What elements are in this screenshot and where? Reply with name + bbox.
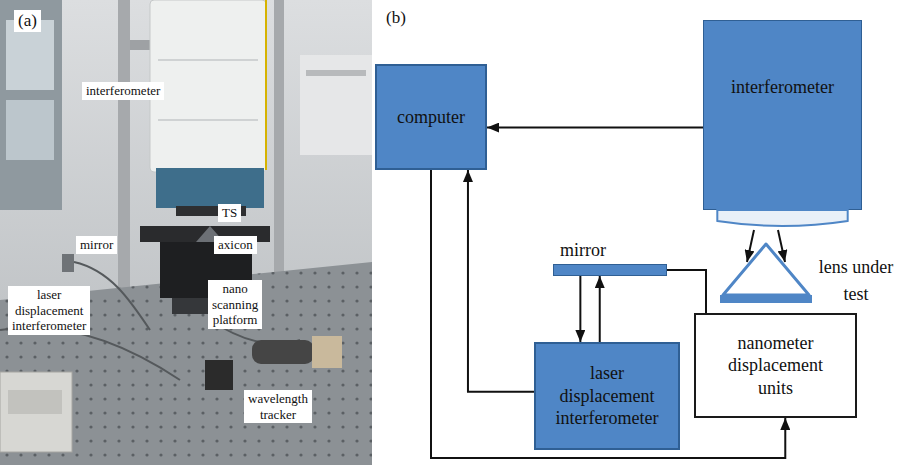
fiber-cable bbox=[265, 0, 267, 170]
photo-label: axicon bbox=[214, 236, 257, 254]
interferometer-base bbox=[156, 168, 264, 208]
photo-label: mirror bbox=[76, 236, 117, 254]
window-pane bbox=[6, 100, 54, 160]
node-label: lens under test bbox=[814, 254, 898, 308]
connector-arrow bbox=[487, 127, 703, 128]
process-box: nanometer displacement units bbox=[694, 313, 857, 418]
interferometer-body bbox=[150, 0, 266, 172]
mirror-bar: mirror bbox=[553, 264, 667, 276]
cable bbox=[0, 262, 300, 380]
window bbox=[0, 0, 62, 210]
connector-arrow bbox=[580, 276, 581, 342]
node-label: nanometer displacement units bbox=[718, 332, 833, 400]
wavelength-tracker-part bbox=[205, 360, 233, 390]
process-box: computer bbox=[375, 64, 487, 170]
connector-arrow bbox=[468, 170, 534, 392]
instrument-outline bbox=[703, 20, 862, 228]
background-equipment bbox=[306, 70, 366, 76]
photo-label: laser displacement interferometer bbox=[8, 286, 90, 335]
frame-bar bbox=[130, 40, 150, 50]
frame-post bbox=[118, 0, 130, 300]
lens-outline bbox=[717, 210, 847, 226]
mirror-mount bbox=[62, 254, 74, 272]
instrument-body bbox=[704, 21, 862, 210]
panel-label: (b) bbox=[386, 8, 406, 28]
node-label: mirror bbox=[560, 239, 606, 262]
wavelength-tracker-part bbox=[252, 340, 314, 364]
laser-displacement-device bbox=[0, 372, 72, 452]
device-panel bbox=[8, 390, 62, 414]
lens-triangle: lens under test bbox=[720, 242, 812, 304]
photo-label: wavelength tracker bbox=[244, 390, 312, 423]
photo-label: nano scanning platform bbox=[208, 280, 262, 329]
node-label: computer bbox=[397, 106, 465, 129]
lens-outline bbox=[720, 242, 812, 304]
instrument-box: interferometer bbox=[703, 20, 862, 228]
node-label: laser displacement interferometer bbox=[550, 362, 665, 430]
connector-arrow bbox=[667, 270, 706, 313]
connector-line bbox=[579, 276, 581, 342]
connector-line bbox=[599, 276, 601, 342]
connector-line bbox=[667, 270, 706, 313]
interferometer-panel-line bbox=[158, 60, 258, 120]
connector-line bbox=[468, 170, 534, 392]
wavelength-tracker-part bbox=[312, 336, 342, 368]
process-box: laser displacement interferometer bbox=[534, 342, 680, 450]
frame-post bbox=[274, 0, 284, 300]
photo-label: TS bbox=[218, 204, 241, 222]
photo-label: interferometer bbox=[82, 82, 164, 100]
lens-base bbox=[720, 295, 812, 303]
background-equipment bbox=[300, 55, 372, 155]
node-label: interferometer bbox=[703, 76, 862, 99]
lens-triangle bbox=[723, 244, 809, 295]
panel-label: (a) bbox=[14, 10, 41, 32]
photo-background bbox=[0, 0, 372, 465]
lab-photo bbox=[0, 0, 372, 465]
connector-line bbox=[487, 127, 703, 129]
connector-arrow bbox=[599, 276, 600, 342]
